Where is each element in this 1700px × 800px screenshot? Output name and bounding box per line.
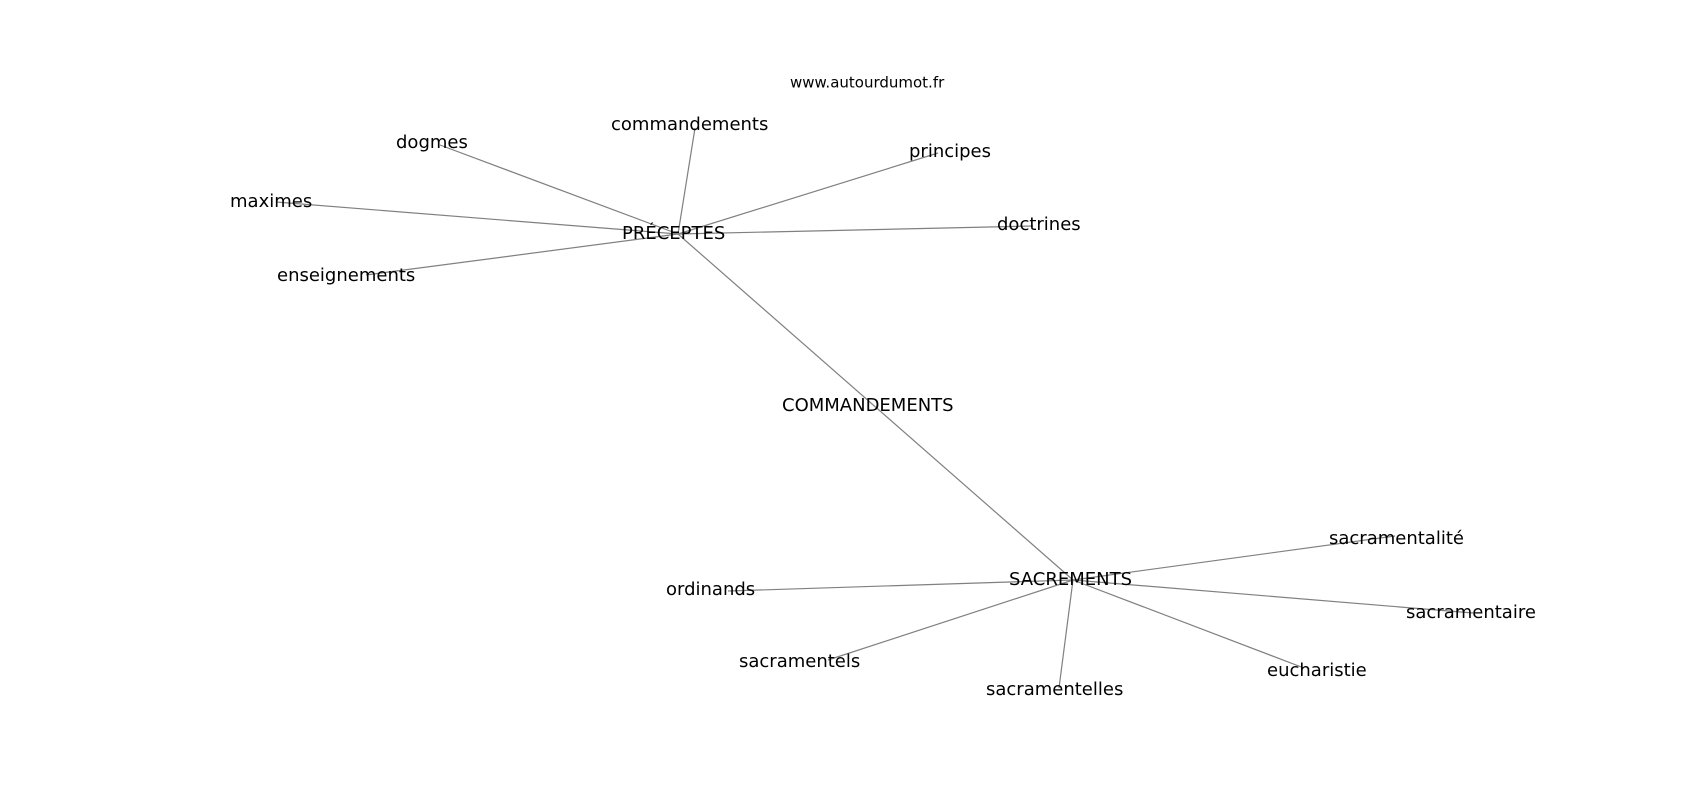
labels-layer: www.autourdumot.fr COMMANDEMENTS PRÉCEPT…: [230, 74, 1536, 701]
word-dogmes: dogmes: [396, 132, 468, 153]
edges-layer: [275, 127, 1474, 689]
word-ordinands: ordinands: [666, 579, 755, 600]
edge-preceptes-doctrines: [677, 225, 1034, 235]
edge-sacrements-ordinands: [727, 579, 1074, 592]
word-sacramentelles: sacramentelles: [986, 679, 1123, 700]
word-sacramentalite: sacramentalité: [1329, 528, 1464, 549]
hub-word-sacrements: SACREMENTS: [1009, 569, 1132, 590]
word-enseignements: enseignements: [277, 265, 415, 286]
edge-sacrements-eucharistie: [1072, 579, 1305, 669]
edge-sacrements-sacramentels: [827, 579, 1074, 661]
edge-sacrements-sacramentelles: [1058, 579, 1074, 689]
word-doctrines: doctrines: [997, 214, 1081, 235]
edge-preceptes-enseignements: [365, 233, 679, 276]
edge-preceptes-sacrements: [677, 233, 1074, 581]
edge-sacrements-sacramentaire: [1072, 579, 1474, 614]
edge-preceptes-dogmes: [439, 144, 679, 235]
word-sacramentels: sacramentels: [739, 651, 860, 672]
word-maximes: maximes: [230, 191, 312, 212]
center-word: COMMANDEMENTS: [782, 395, 954, 416]
word-principes: principes: [909, 141, 991, 162]
hub-word-preceptes: PRÉCEPTES: [622, 222, 725, 244]
edge-preceptes-principes: [677, 152, 939, 235]
word-commandements: commandements: [611, 114, 768, 135]
edge-preceptes-commandements: [677, 127, 696, 235]
word-eucharistie: eucharistie: [1267, 660, 1367, 681]
edge-preceptes-maximes: [275, 201, 679, 235]
site-credit: www.autourdumot.fr: [790, 74, 945, 92]
word-sacramentaire: sacramentaire: [1406, 602, 1536, 623]
edge-sacrements-sacramentalite: [1072, 535, 1396, 581]
